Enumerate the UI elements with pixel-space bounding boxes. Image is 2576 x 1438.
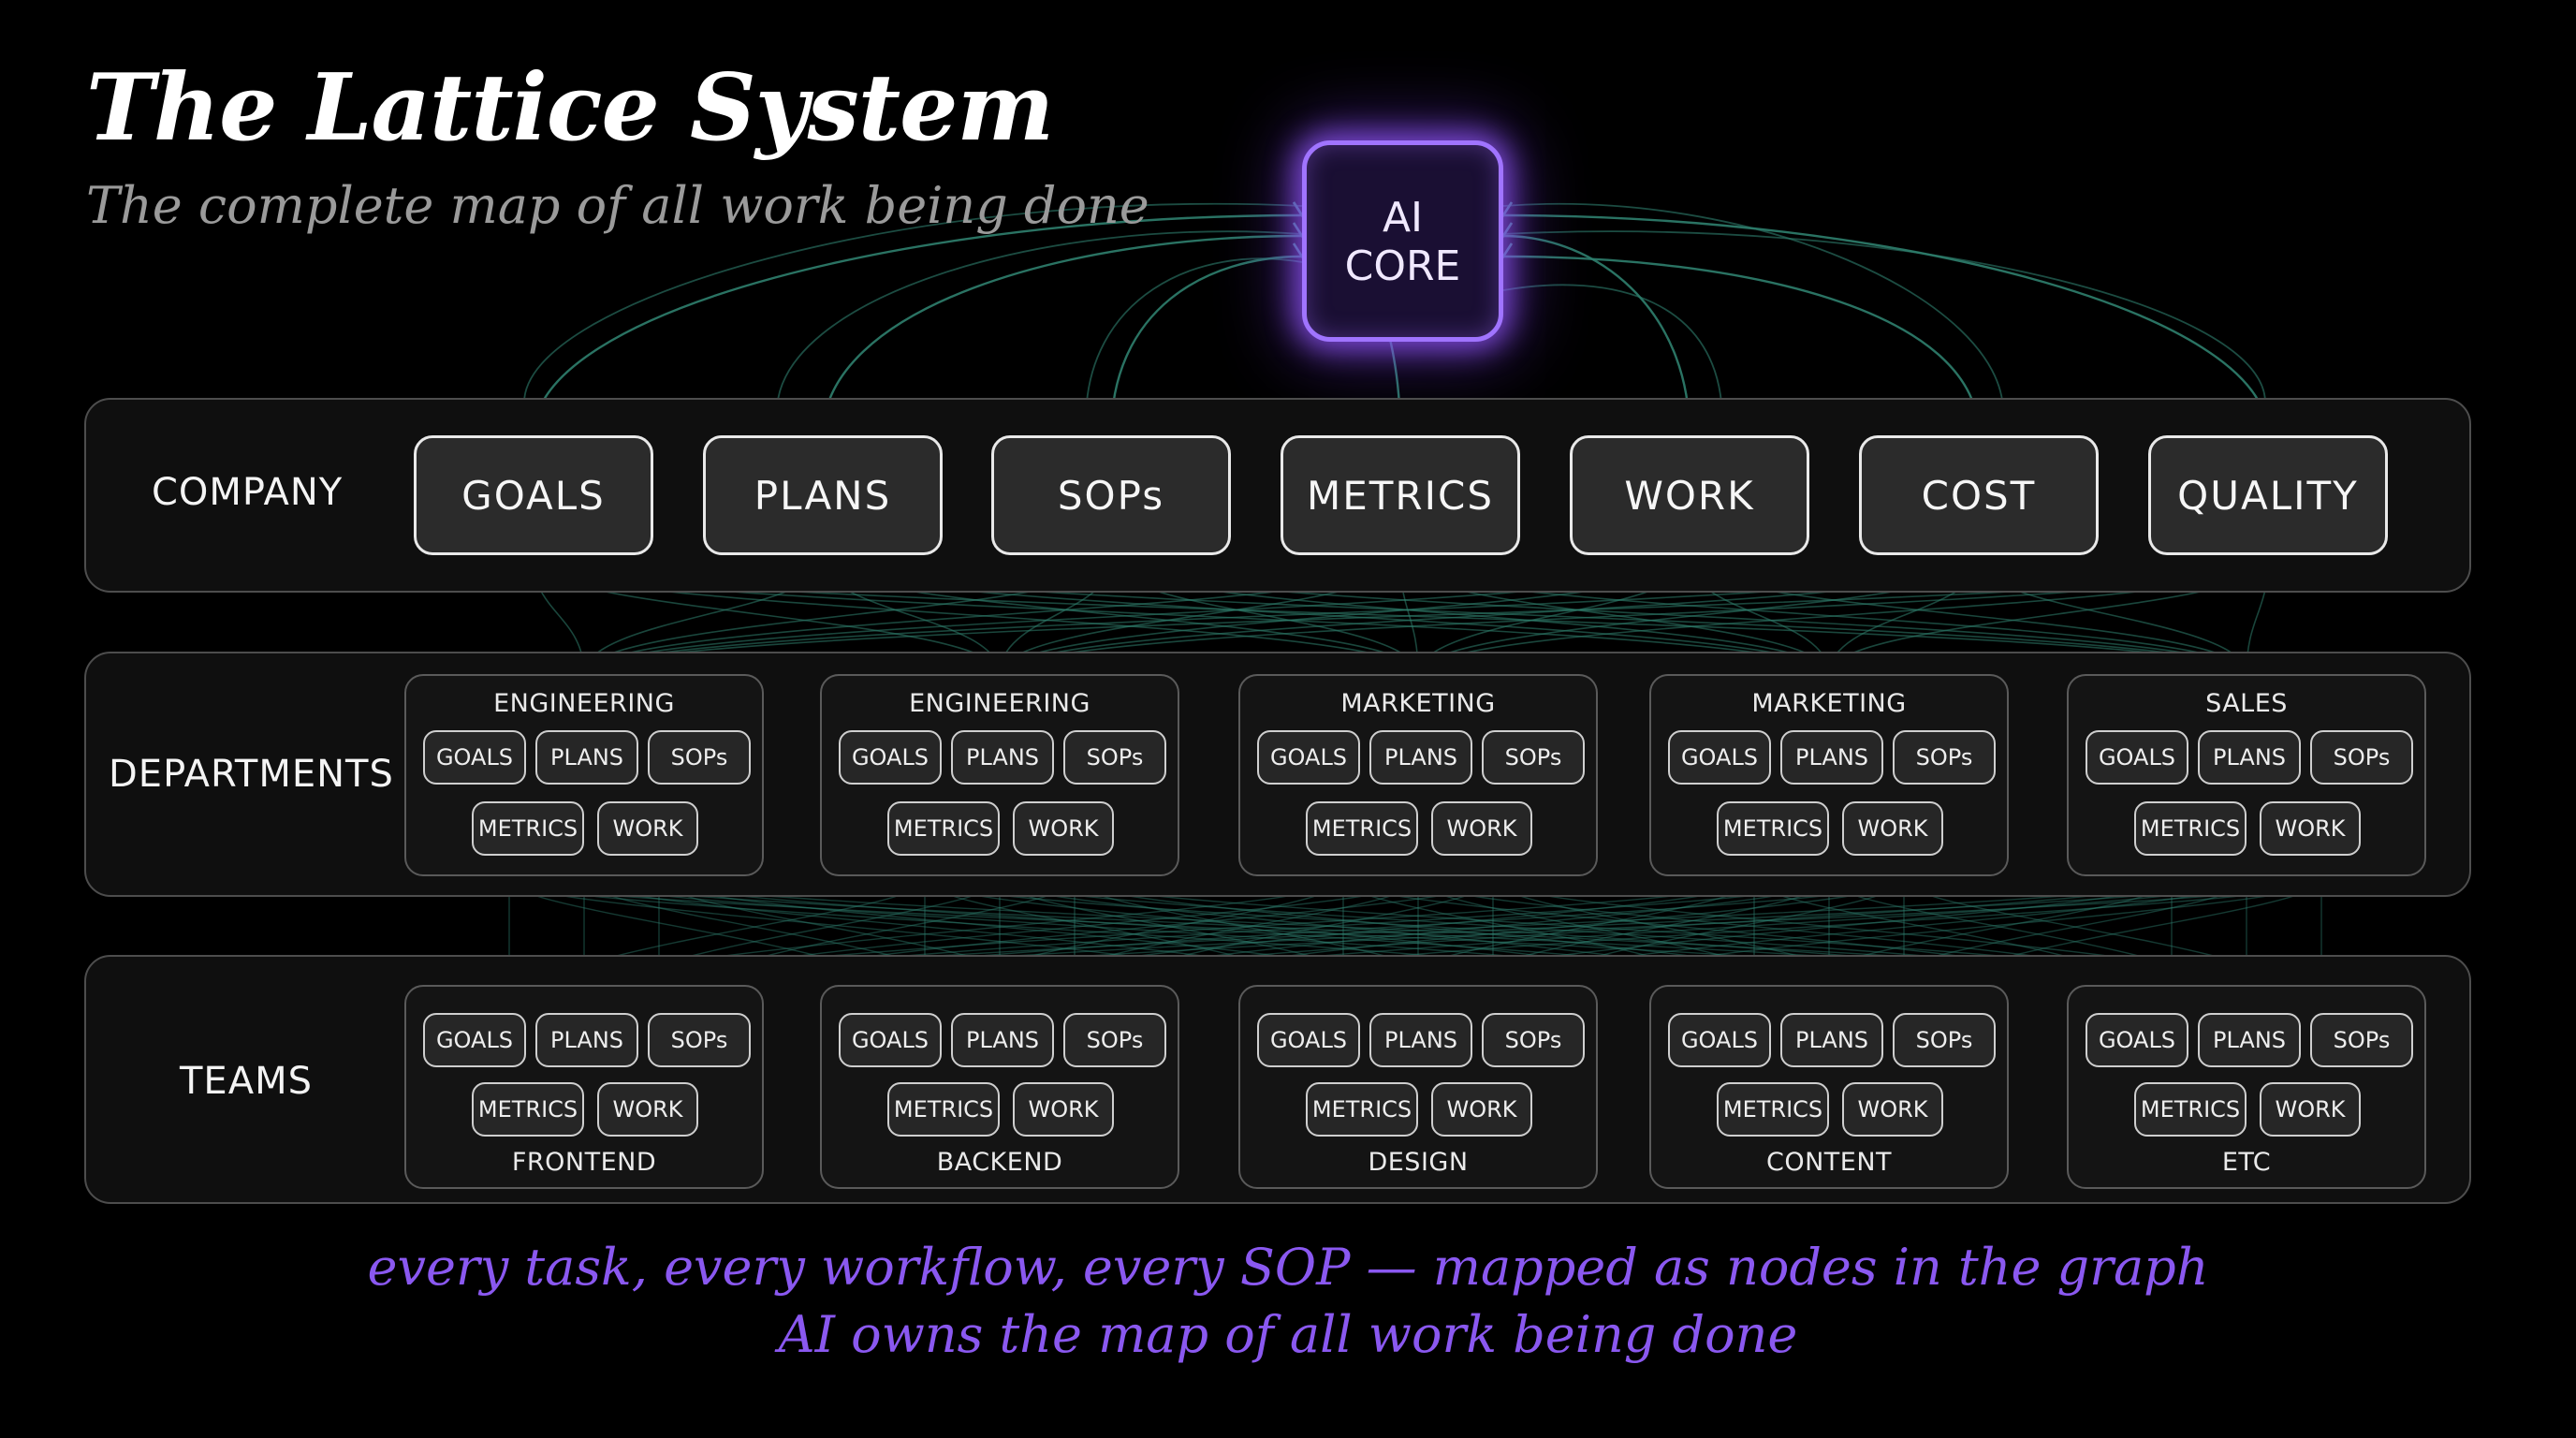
department-chip-plans[interactable]: PLANS (535, 730, 638, 785)
department-chip-work[interactable]: WORK (2260, 801, 2361, 856)
company-node-goals[interactable]: GOALS (414, 435, 653, 555)
team-chip-metrics[interactable]: METRICS (887, 1082, 1000, 1137)
connection-wire (1085, 257, 1303, 422)
core-label-line1: AI (1382, 194, 1424, 242)
department-chip-goals[interactable]: GOALS (423, 730, 526, 785)
connection-wire (532, 213, 1303, 436)
core-label-line2: CORE (1344, 242, 1461, 290)
connection-wire (1502, 202, 2004, 413)
department-chip-metrics[interactable]: METRICS (1306, 801, 1418, 856)
team-chip-metrics[interactable]: METRICS (472, 1082, 584, 1137)
teams-label: TEAMS (180, 1060, 313, 1103)
team-chip-sops[interactable]: SOPs (648, 1013, 751, 1067)
ai-core-chip: AI CORE (1302, 140, 1503, 342)
department-chip-sops[interactable]: SOPs (2310, 730, 2413, 785)
company-node-quality[interactable]: QUALITY (2148, 435, 2388, 555)
team-chip-plans[interactable]: PLANS (2198, 1013, 2301, 1067)
team-chip-sops[interactable]: SOPs (1482, 1013, 1585, 1067)
department-group-title: ENGINEERING (493, 689, 675, 718)
team-chip-goals[interactable]: GOALS (423, 1013, 526, 1067)
team-chip-metrics[interactable]: METRICS (2134, 1082, 2247, 1137)
department-chip-metrics[interactable]: METRICS (1717, 801, 1829, 856)
company-node-cost[interactable]: COST (1859, 435, 2099, 555)
team-group-title: ETC (2221, 1148, 2272, 1177)
department-chip-plans[interactable]: PLANS (1780, 730, 1883, 785)
team-chip-sops[interactable]: SOPs (1893, 1013, 1996, 1067)
team-chip-work[interactable]: WORK (597, 1082, 698, 1137)
department-chip-work[interactable]: WORK (597, 801, 698, 856)
team-chip-work[interactable]: WORK (1431, 1082, 1532, 1137)
department-chip-plans[interactable]: PLANS (2198, 730, 2301, 785)
department-chip-sops[interactable]: SOPs (1482, 730, 1585, 785)
company-label: COMPANY (152, 471, 344, 514)
company-node-work[interactable]: WORK (1570, 435, 1809, 555)
department-chip-sops[interactable]: SOPs (1063, 730, 1166, 785)
department-chip-plans[interactable]: PLANS (1369, 730, 1472, 785)
team-chip-plans[interactable]: PLANS (1780, 1013, 1883, 1067)
team-chip-goals[interactable]: GOALS (2086, 1013, 2188, 1067)
department-chip-work[interactable]: WORK (1431, 801, 1532, 856)
department-group-title: SALES (2205, 689, 2288, 718)
team-chip-plans[interactable]: PLANS (1369, 1013, 1472, 1067)
team-chip-work[interactable]: WORK (2260, 1082, 2361, 1137)
connection-wire (1502, 213, 2270, 436)
team-chip-metrics[interactable]: METRICS (1717, 1082, 1829, 1137)
team-chip-sops[interactable]: SOPs (2310, 1013, 2413, 1067)
department-chip-goals[interactable]: GOALS (1668, 730, 1771, 785)
team-chip-work[interactable]: WORK (1842, 1082, 1943, 1137)
company-node-sops[interactable]: SOPs (991, 435, 1231, 555)
team-chip-plans[interactable]: PLANS (951, 1013, 1054, 1067)
department-chip-sops[interactable]: SOPs (1893, 730, 1996, 785)
department-chip-metrics[interactable]: METRICS (2134, 801, 2247, 856)
company-node-plans[interactable]: PLANS (703, 435, 943, 555)
department-group-title: MARKETING (1751, 689, 1907, 718)
page-subtitle: The complete map of all work being done (86, 176, 1149, 235)
connection-wire (1502, 255, 1981, 436)
footer-line-1: every task, every workflow, every SOP — … (367, 1238, 2209, 1297)
team-chip-goals[interactable]: GOALS (839, 1013, 942, 1067)
team-group-title: CONTENT (1765, 1148, 1893, 1177)
team-chip-plans[interactable]: PLANS (535, 1013, 638, 1067)
company-node-metrics[interactable]: METRICS (1281, 435, 1520, 555)
connection-wire (1502, 284, 1723, 422)
department-group-title: MARKETING (1340, 689, 1496, 718)
department-chip-metrics[interactable]: METRICS (887, 801, 1000, 856)
connection-wire (523, 202, 1303, 404)
team-group-title: DESIGN (1368, 1148, 1469, 1177)
team-chip-work[interactable]: WORK (1013, 1082, 1114, 1137)
department-chip-work[interactable]: WORK (1013, 801, 1114, 856)
team-chip-sops[interactable]: SOPs (1063, 1013, 1166, 1067)
team-group-title: BACKEND (936, 1148, 1063, 1177)
department-chip-work[interactable]: WORK (1842, 801, 1943, 856)
team-chip-goals[interactable]: GOALS (1668, 1013, 1771, 1067)
page-title: The Lattice System (86, 54, 1054, 162)
team-group-title: FRONTEND (511, 1148, 657, 1177)
department-chip-metrics[interactable]: METRICS (472, 801, 584, 856)
department-chip-goals[interactable]: GOALS (2086, 730, 2188, 785)
footer-line-2: AI owns the map of all work being done (778, 1305, 1798, 1364)
departments-label: DEPARTMENTS (109, 753, 394, 796)
team-chip-metrics[interactable]: METRICS (1306, 1082, 1418, 1137)
connection-wire (776, 230, 1303, 413)
department-chip-plans[interactable]: PLANS (951, 730, 1054, 785)
connection-wire (1502, 230, 2266, 404)
connection-wire (1502, 234, 1691, 436)
connection-wire (821, 234, 1303, 436)
department-group-title: ENGINEERING (909, 689, 1090, 718)
team-chip-goals[interactable]: GOALS (1257, 1013, 1360, 1067)
department-chip-goals[interactable]: GOALS (1257, 730, 1360, 785)
department-chip-sops[interactable]: SOPs (648, 730, 751, 785)
department-chip-goals[interactable]: GOALS (839, 730, 942, 785)
